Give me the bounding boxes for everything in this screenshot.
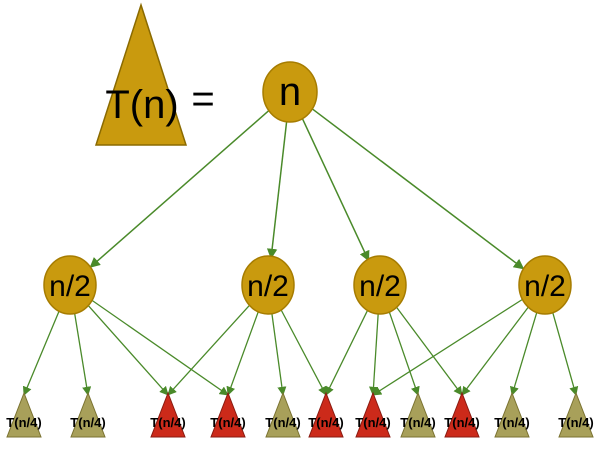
edge-n2-4-to-leaf-10 — [509, 309, 539, 396]
edge-root-to-n2-1 — [89, 109, 271, 268]
leaf-triangle-5 — [265, 391, 301, 438]
n2-node-label-1: n/2 — [49, 270, 91, 303]
edge-n2-4-to-leaf-7 — [372, 298, 524, 396]
leaf-triangle-1 — [6, 391, 42, 438]
n2-node-3 — [353, 255, 407, 315]
leaf-triangle-2 — [70, 391, 106, 438]
highlighted-leaf-triangle-3 — [150, 391, 186, 438]
n2-node-label-2: n/2 — [247, 270, 289, 303]
edge-n2-3-to-leaf-6 — [325, 308, 370, 396]
equals-sign: = — [191, 77, 214, 121]
n2-node-2 — [241, 255, 295, 315]
legend: T(n) = — [94, 2, 215, 146]
edge-n2-3-to-leaf-8 — [387, 309, 420, 396]
n2-node-1 — [43, 255, 97, 315]
leaf-triangle-11 — [558, 391, 594, 438]
root-node-label: n — [279, 70, 301, 114]
edge-n2-3-to-leaf-9 — [395, 305, 463, 396]
highlighted-leaf-triangle-9 — [444, 391, 480, 438]
legend-triangle-label: T(n) — [105, 83, 178, 127]
leaf-label-4: T(n/4) — [210, 415, 245, 430]
leaf-label-3: T(n/4) — [150, 415, 185, 430]
edge-root-to-n2-3 — [300, 116, 370, 262]
edge-n2-2-to-leaf-4 — [226, 309, 260, 396]
highlighted-leaf-triangle-4 — [210, 391, 246, 438]
leaf-triangle-10 — [494, 391, 530, 438]
leaf-label-7: T(n/4) — [355, 415, 390, 430]
edge-n2-1-to-leaf-3 — [86, 303, 169, 396]
edge-n2-1-to-leaf-1 — [22, 308, 61, 396]
edge-n2-1-to-leaf-2 — [73, 310, 92, 396]
nodes-layer: n n/2 n/2 n/2 n/2 — [43, 61, 572, 315]
n2-node-label-4: n/2 — [524, 270, 566, 303]
edge-n2-2-to-leaf-3 — [167, 303, 251, 396]
edge-n2-2-to-leaf-6 — [279, 307, 327, 396]
edges-layer — [22, 107, 579, 396]
edge-n2-4-to-leaf-9 — [461, 305, 530, 396]
leaf-label-11: T(n/4) — [558, 415, 593, 430]
n2-node-4 — [518, 255, 572, 315]
leaf-label-9: T(n/4) — [444, 415, 479, 430]
edge-n2-1-to-leaf-4 — [90, 299, 229, 396]
leaf-label-8: T(n/4) — [400, 415, 435, 430]
edge-root-to-n2-4 — [311, 107, 525, 270]
edge-n2-3-to-leaf-7 — [368, 310, 379, 396]
leaf-label-5: T(n/4) — [265, 415, 300, 430]
edge-n2-2-to-leaf-5 — [270, 310, 287, 396]
leaf-triangle-8 — [400, 391, 436, 438]
root-node — [262, 61, 318, 123]
highlighted-leaf-triangle-6 — [308, 391, 344, 438]
leaf-label-6: T(n/4) — [308, 415, 343, 430]
leaf-label-1: T(n/4) — [6, 415, 41, 430]
leaf-label-2: T(n/4) — [70, 415, 105, 430]
highlighted-leaf-triangle-7 — [355, 391, 391, 438]
leaves-layer: T(n/4) T(n/4) T(n/4) T(n/4) T(n/4) T(n/4) T(n/… — [6, 391, 594, 438]
leaf-label-10: T(n/4) — [494, 415, 529, 430]
edge-root-to-n2-2 — [266, 118, 288, 260]
n2-node-label-3: n/2 — [359, 270, 401, 303]
edge-n2-4-to-leaf-11 — [551, 309, 579, 396]
legend-triangle — [94, 2, 188, 146]
